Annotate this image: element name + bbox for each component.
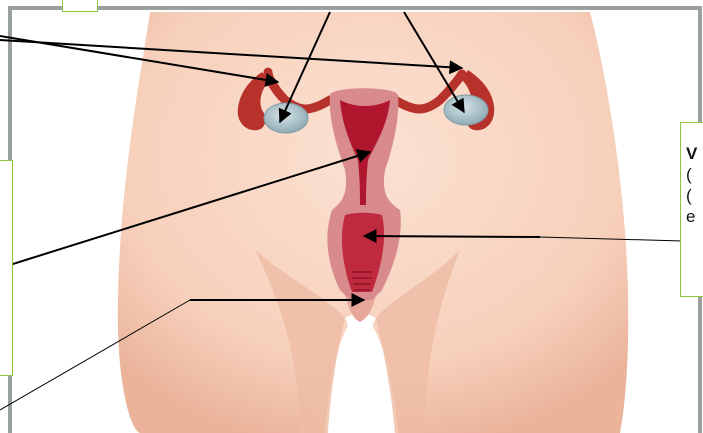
right-label-line-1: V bbox=[686, 144, 697, 163]
right-ovary bbox=[444, 95, 488, 125]
right-label-line-4: e bbox=[686, 207, 695, 226]
left-label-box bbox=[0, 160, 13, 376]
right-label-line-2: ( bbox=[686, 165, 692, 184]
arrow-to-vagina bbox=[364, 236, 540, 237]
right-label-box: V ( ( e bbox=[680, 122, 703, 297]
right-label-line-3: ( bbox=[686, 186, 692, 205]
top-left-label-box bbox=[62, 0, 98, 12]
